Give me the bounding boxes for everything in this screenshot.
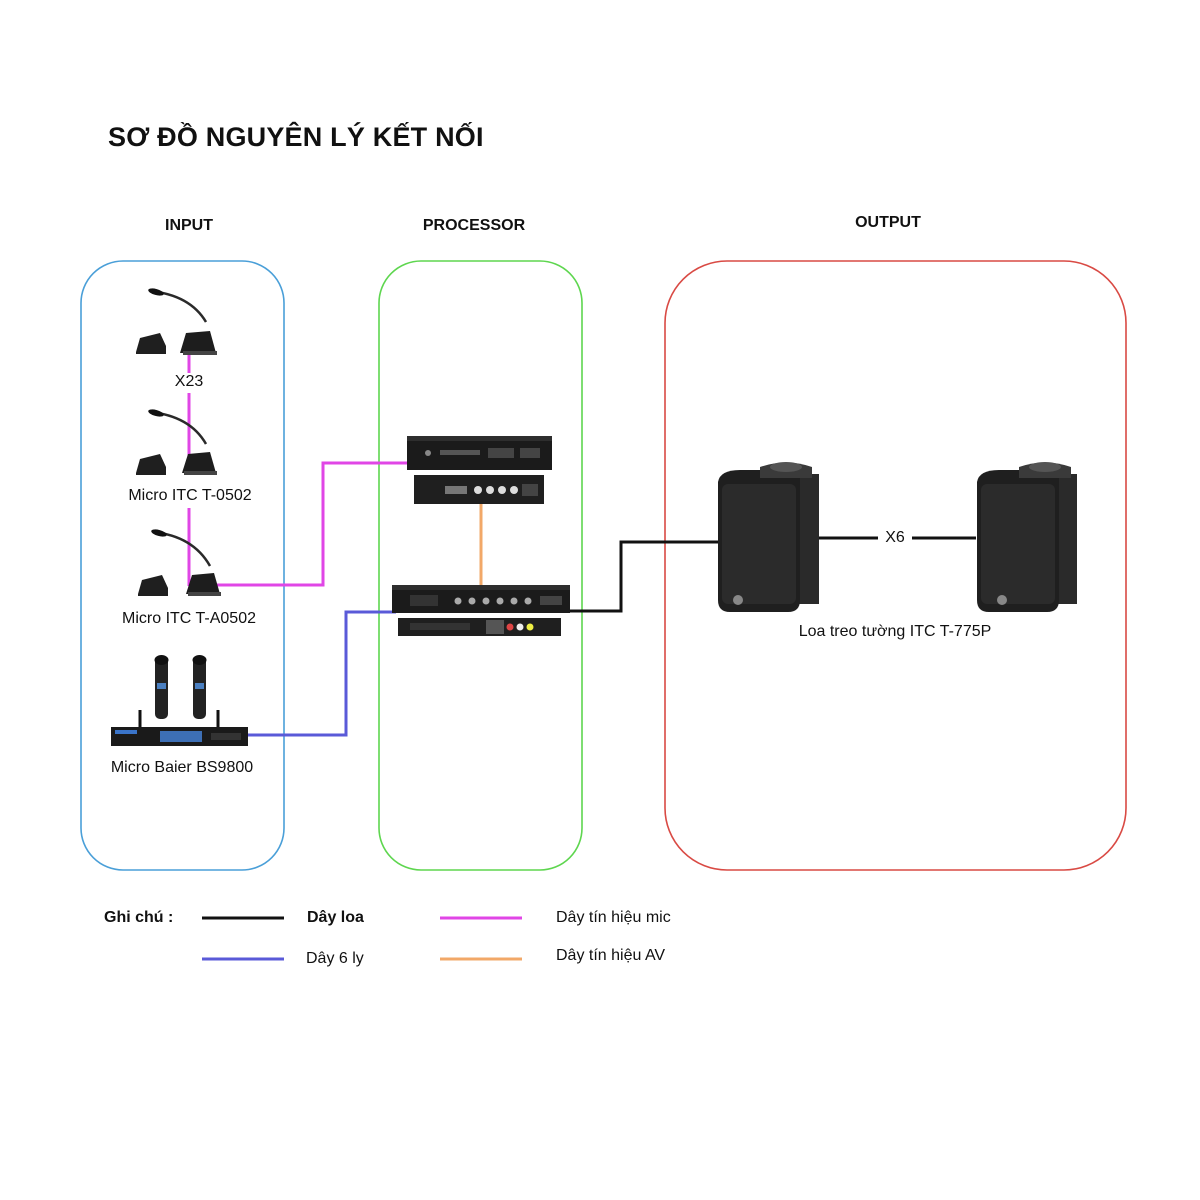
output-section-box [664,260,1127,871]
legend-mic-signal: Dây tín hiệu mic [556,909,671,926]
page-title: SƠ ĐỒ NGUYÊN LÝ KẾT NỐI [108,122,484,152]
section-label-processor: PROCESSOR [422,217,526,234]
mic-unit-3 [138,529,221,596]
speaker-right [977,462,1077,612]
mic-count-label: X23 [172,373,206,391]
mic-signal-cables [187,340,410,587]
legend-av-signal: Dây tín hiệu AV [556,947,666,964]
mic-unit-2 [136,409,217,475]
speaker-count-label: X6 [885,529,905,546]
wireless-mic-receiver [111,655,248,746]
processor-unit-1 [407,436,552,504]
input-section-box [80,260,285,871]
legend-speaker-cable: Dây loa [307,909,364,926]
cable-6mm [247,610,396,737]
section-label-input: INPUT [165,217,213,234]
processor-section-box [378,260,583,871]
processor-unit-2 [392,585,570,636]
mic-chairman-label: Micro ITC T-A0502 [122,610,256,627]
legend-cable-6mm: Dây 6 ly [306,950,364,967]
wireless-mic-label: Micro Baier BS9800 [110,759,254,776]
legend-heading: Ghi chú : [104,909,174,926]
speaker-label: Loa treo tường ITC T-775P [798,623,992,640]
mic-unit-1 [136,288,217,355]
speaker-left [718,462,819,612]
speaker-cable [568,540,720,613]
mic-base-side-1 [136,333,166,354]
mic-delegate-label: Micro ITC T-0502 [128,487,252,504]
section-label-output: OUTPUT [855,214,921,231]
